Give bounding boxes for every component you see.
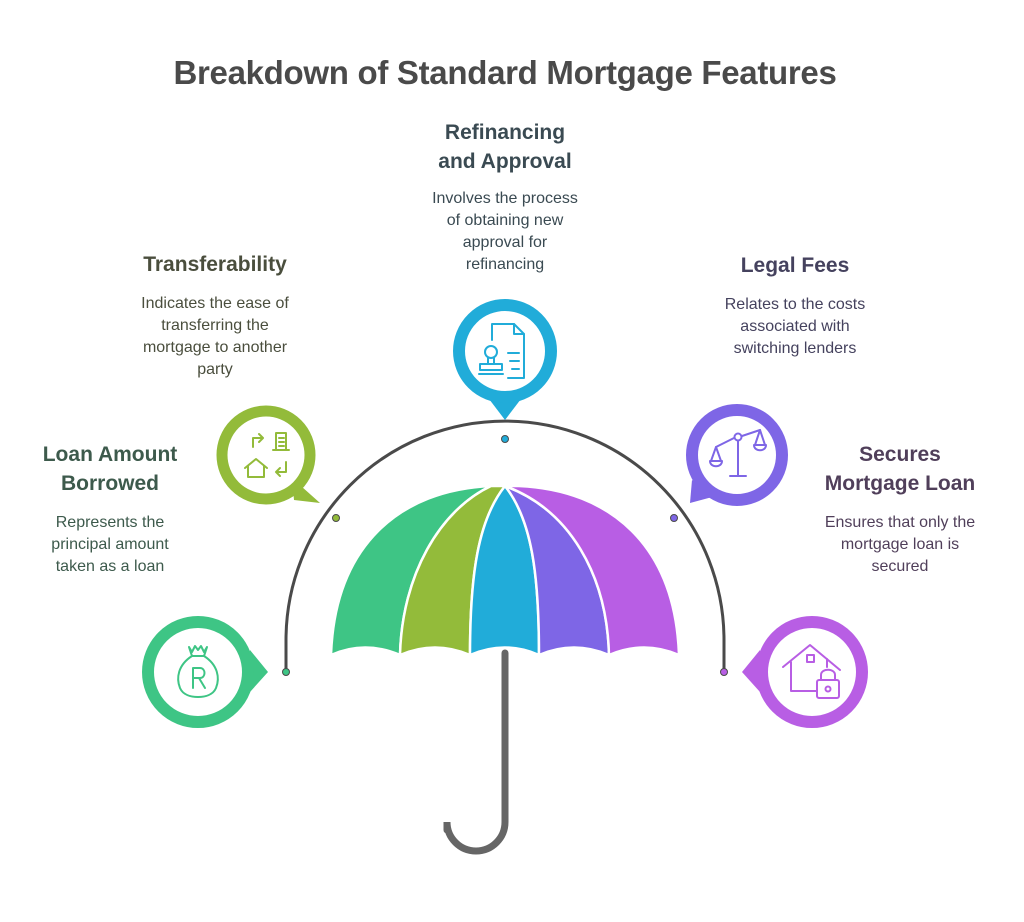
description-line: switching lenders <box>733 340 857 357</box>
arc-dot-loan-amount <box>282 668 290 676</box>
umbrella-canopy <box>329 483 681 657</box>
bubble-secures-loan <box>742 616 868 728</box>
umbrella-handle <box>443 649 509 855</box>
bubble-transferability <box>216 405 320 505</box>
bubble-ring <box>142 616 254 728</box>
bubble-loan-amount <box>142 616 268 728</box>
bubble-pointer <box>742 650 760 692</box>
money-bag-icon <box>177 645 219 698</box>
heading-line: and Approval <box>438 150 572 173</box>
feature-description: Involves the process of obtaining new appr… <box>400 188 610 276</box>
description-line: refinancing <box>465 256 545 273</box>
outer-arc <box>284 419 726 672</box>
locked-house-icon <box>782 644 841 699</box>
description-line: Relates to the costs <box>724 296 866 313</box>
transfer-house-icon <box>244 432 290 478</box>
bubble-legal-fees <box>686 404 788 506</box>
description-line: associated with <box>740 318 850 335</box>
feature-description: Indicates the ease of transferring the mor… <box>110 293 320 381</box>
heading-line: Borrowed <box>60 472 159 495</box>
bubble-pointer <box>250 650 268 692</box>
feature-description: Ensures that only the mortgage loan is sec… <box>800 512 1000 578</box>
description-line: Represents the <box>55 514 165 531</box>
arc-dot-legal-fees <box>670 514 678 522</box>
description-line: taken as a loan <box>55 558 165 575</box>
canopy-panel-5 <box>504 484 681 657</box>
bubble-refinancing <box>453 299 557 420</box>
description-line: approval for <box>462 234 548 251</box>
scales-icon <box>709 429 767 477</box>
description-line: Indicates the ease of <box>141 295 289 312</box>
description-line: principal amount <box>51 536 169 553</box>
heading-line: Legal Fees <box>740 254 850 277</box>
description-line: party <box>197 361 233 378</box>
feature-legal-fees-text: Legal Fees Relates to the costs associate… <box>690 251 900 360</box>
bubble-ring <box>756 616 868 728</box>
bubble-ring <box>453 299 557 403</box>
description-line: Involves the process <box>432 190 578 207</box>
heading-line: Mortgage Loan <box>824 472 976 495</box>
heading-line: Secures <box>859 443 941 466</box>
feature-heading: Transferability <box>110 250 320 279</box>
feature-heading: Refinancing and Approval <box>400 118 610 176</box>
arc-dot-transferability <box>332 514 340 522</box>
heading-line: Refinancing <box>444 121 566 144</box>
feature-refinancing-text: Refinancing and Approval Involves the pro… <box>400 118 610 276</box>
bubble-ring <box>216 405 316 505</box>
description-line: transferring the <box>161 317 269 334</box>
description-line: mortgage to another <box>142 339 288 356</box>
feature-transferability-text: Transferability Indicates the ease of tra… <box>110 250 320 381</box>
description-line: mortgage loan is <box>840 536 960 553</box>
feature-description: Represents the principal amount taken as a… <box>20 512 200 578</box>
stamped-document-icon <box>478 323 525 379</box>
feature-heading: Legal Fees <box>690 251 900 280</box>
heading-line: Transferability <box>143 253 287 276</box>
heading-line: Loan Amount <box>42 443 178 466</box>
arc-dot-refinancing <box>501 435 509 443</box>
description-line: secured <box>871 558 929 575</box>
description-line: Ensures that only the <box>824 514 976 531</box>
arc-dot-secures-loan <box>720 668 728 676</box>
page-title: Breakdown of Standard Mortgage Features <box>173 54 837 91</box>
feature-description: Relates to the costs associated with switc… <box>690 294 900 360</box>
description-line: of obtaining new <box>446 212 564 229</box>
